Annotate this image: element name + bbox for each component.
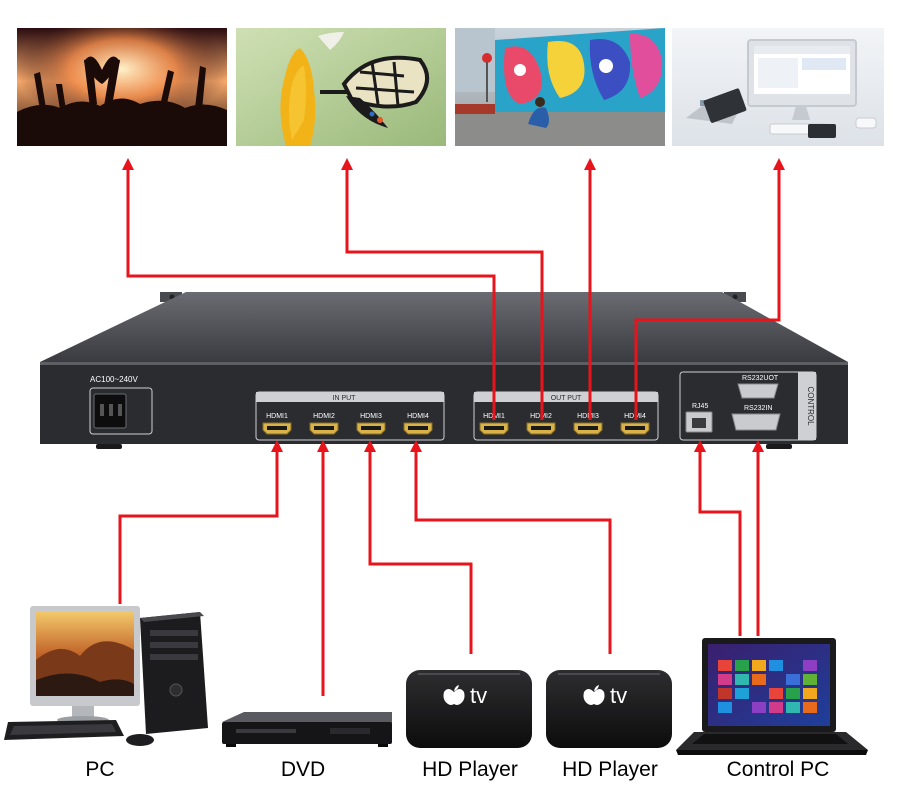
signal-output4-to-display4 xyxy=(634,158,785,420)
power-label: AC100~240V xyxy=(90,375,138,384)
control-group-label: CONTROL xyxy=(806,386,815,426)
rj45-label: RJ45 xyxy=(692,403,708,410)
laptop-screen-tile xyxy=(769,702,783,713)
laptop-screen-tile xyxy=(752,660,766,671)
laptop-screen-tile xyxy=(769,660,783,671)
laptop-screen-tile xyxy=(718,688,732,699)
dvd-player-icon xyxy=(222,712,392,747)
apple-tv-brand-2: tv xyxy=(610,683,627,708)
rs232-in-port[interactable] xyxy=(731,413,781,431)
laptop-screen-tile xyxy=(769,688,783,699)
source-label-hd-player-2: HD Player xyxy=(562,758,658,781)
rs232-out-port[interactable] xyxy=(737,383,779,399)
input-hdmi-label-3: HDMI3 xyxy=(360,413,382,420)
display-2-butterfly-photo xyxy=(236,28,446,146)
laptop-screen-tile xyxy=(803,674,817,685)
source-label-control-pc: Control PC xyxy=(726,758,830,781)
signal-output2-to-display2 xyxy=(341,158,544,420)
laptop-screen-tile xyxy=(735,660,749,671)
apple-tv-icon: tv xyxy=(406,670,532,748)
signal-output1-to-display1 xyxy=(122,158,496,420)
input-hdmi-port-slot-3 xyxy=(361,426,381,430)
signal-pc-to-input1 xyxy=(118,440,283,604)
laptop-screen-tile xyxy=(735,688,749,699)
output-hdmi-label-3: HDMI3 xyxy=(577,413,599,420)
laptop-screen-tile xyxy=(718,660,732,671)
laptop-screen-tile xyxy=(786,702,800,713)
input-hdmi-label-1: HDMI1 xyxy=(266,413,288,420)
display-4-desk-setup-photo xyxy=(672,28,884,146)
source-label-pc: PC xyxy=(85,758,115,781)
output-hdmi-port-slot-2 xyxy=(531,426,551,430)
laptop-screen-tile xyxy=(786,688,800,699)
laptop-icon xyxy=(676,638,868,755)
output-group-label: OUT PUT xyxy=(551,395,582,402)
output-hdmi-port-slot-3 xyxy=(578,426,598,430)
rs232-in-label: RS232IN xyxy=(744,405,772,412)
input-hdmi-port-slot-2 xyxy=(314,426,334,430)
power-inlet-socket xyxy=(89,387,153,435)
apple-tv-icon: tv xyxy=(546,670,672,748)
input-hdmi-label-4: HDMI4 xyxy=(407,413,429,420)
input-hdmi-port-slot-1 xyxy=(267,426,287,430)
laptop-screen-tile xyxy=(786,674,800,685)
laptop-screen-tile xyxy=(718,702,732,713)
signal-player2-to-input4 xyxy=(410,440,612,654)
laptop-screen-tile xyxy=(718,674,732,685)
output-hdmi-port-slot-4 xyxy=(625,426,645,430)
laptop-screen-tile xyxy=(752,674,766,685)
signal-controlpc-to-rj45 xyxy=(694,440,742,636)
input-hdmi-port-slot-4 xyxy=(408,426,428,430)
input-group-label: IN PUT xyxy=(333,395,357,402)
signal-player1-to-input3 xyxy=(364,440,473,654)
desktop-pc-icon xyxy=(4,606,208,746)
rs232-out-label: RS232UOT xyxy=(742,375,779,382)
display-3-street-mural-photo xyxy=(455,28,665,146)
chassis-top xyxy=(40,292,848,362)
laptop-screen-tile xyxy=(735,674,749,685)
source-label-hd-player-1: HD Player xyxy=(422,758,518,781)
input-hdmi-label-2: HDMI2 xyxy=(313,413,335,420)
output-hdmi-port-slot-1 xyxy=(484,426,504,430)
source-label-dvd: DVD xyxy=(280,758,326,781)
signal-lines xyxy=(118,158,785,696)
apple-tv-brand-1: tv xyxy=(470,683,487,708)
input-ports: HDMI1 HDMI2 HDMI3 HDMI4 xyxy=(262,413,433,435)
laptop-screen-tile xyxy=(752,702,766,713)
laptop-screen-tile xyxy=(803,688,817,699)
display-1-concert-photo xyxy=(17,28,227,146)
laptop-screen-tile xyxy=(803,660,817,671)
laptop-screen-tile xyxy=(803,702,817,713)
